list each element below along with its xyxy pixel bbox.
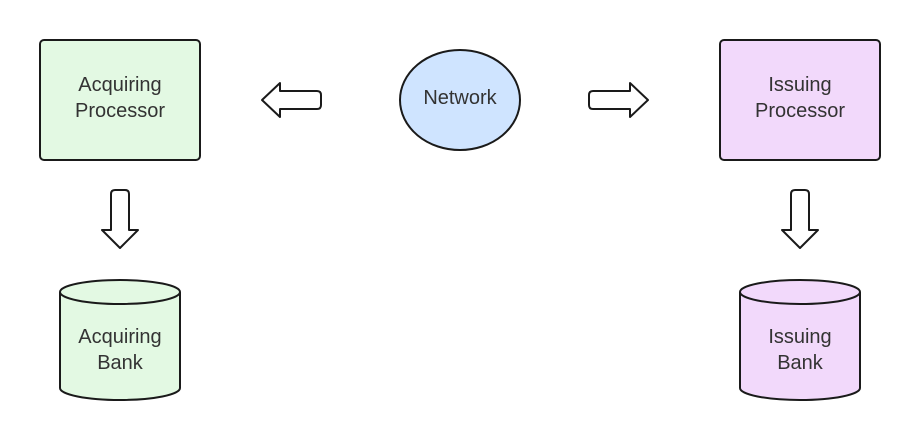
issuing-processor-node: Issuing Processor — [719, 39, 881, 161]
acquiring-processor-box — [39, 39, 201, 161]
acquiring-bank-cylinder-rim — [59, 291, 181, 305]
acquiring-processor-label-line1: Acquiring — [78, 74, 161, 96]
acquiring-bank-label-line1: Acquiring — [78, 326, 161, 348]
network-label: Network — [423, 87, 497, 109]
acquiring-processor-node: Acquiring Processor — [39, 39, 201, 161]
issuing-processor-label-line1: Issuing — [768, 74, 831, 96]
issuing-bank-cylinder-rim — [739, 291, 861, 305]
issuing-bank-node: Issuing Bank — [739, 279, 861, 401]
network-ellipse — [399, 49, 521, 151]
acquiring-bank-label-line2: Bank — [97, 352, 144, 374]
issuing-bank-label-line2: Bank — [777, 352, 824, 374]
network-node: Network — [399, 49, 521, 151]
left-arrow — [261, 82, 322, 118]
acquiring-bank-node: Acquiring Bank — [59, 279, 181, 401]
issuing-processor-box — [719, 39, 881, 161]
acquiring-processor-label-line2: Processor — [75, 100, 165, 122]
down-arrow-acquiring — [101, 189, 139, 249]
down-arrow-issuing — [781, 189, 819, 249]
acquiring-bank-cylinder — [59, 279, 181, 401]
right-arrow — [588, 82, 649, 118]
issuing-bank-cylinder — [739, 279, 861, 401]
issuing-processor-label-line2: Processor — [755, 100, 845, 122]
issuing-bank-label-line1: Issuing — [768, 326, 831, 348]
